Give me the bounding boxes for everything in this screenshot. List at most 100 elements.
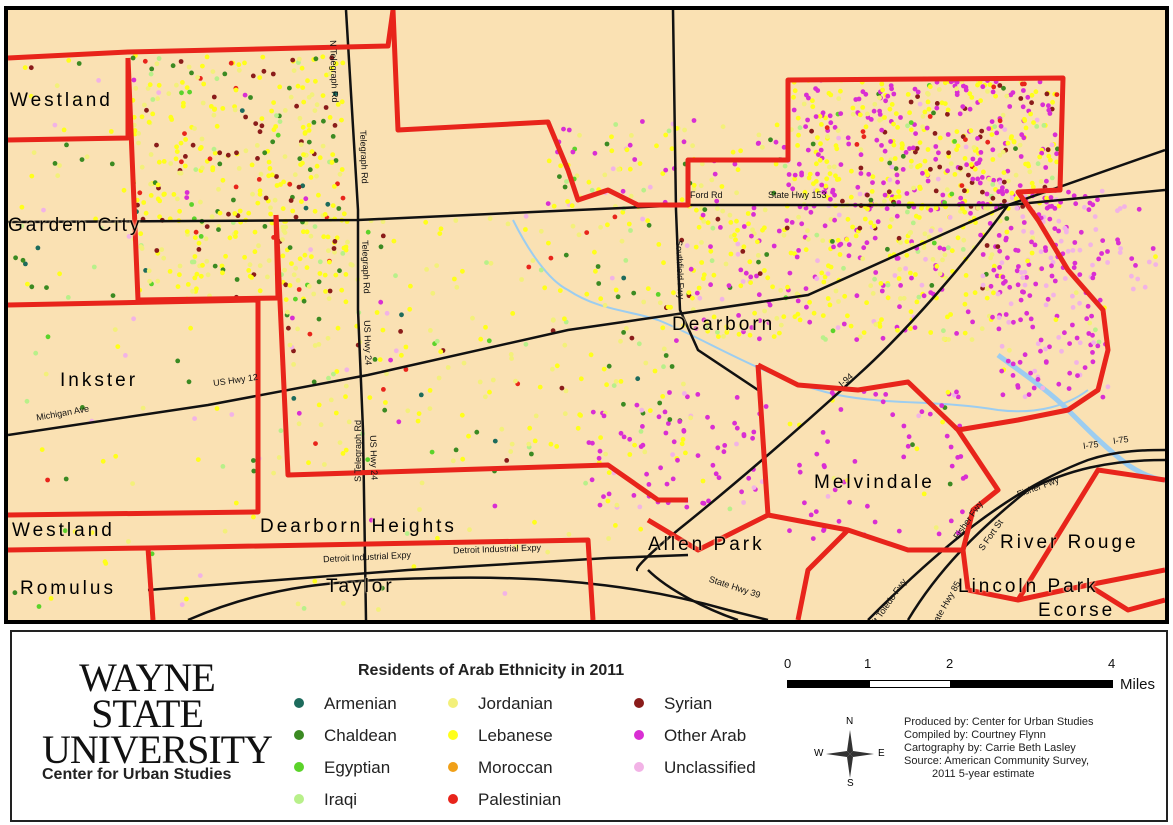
resident-dot [795, 143, 800, 148]
resident-dot [879, 127, 885, 133]
resident-dot [317, 155, 323, 161]
resident-dot [1004, 229, 1010, 235]
resident-dot [751, 485, 757, 490]
resident-dot [380, 233, 386, 239]
resident-dot [933, 156, 939, 162]
boundary-romulus [145, 547, 156, 620]
resident-dot [427, 406, 433, 411]
resident-dot [1029, 239, 1034, 245]
resident-dot [1058, 238, 1064, 244]
resident-dot [872, 276, 877, 282]
resident-dot [838, 111, 844, 116]
resident-dot [995, 244, 1001, 250]
resident-dot [808, 209, 814, 215]
resident-dot [589, 187, 595, 193]
resident-dot [288, 94, 294, 100]
resident-dot [538, 267, 544, 273]
resident-dot [955, 394, 961, 400]
road-label-ford-rd: Ford Rd [690, 190, 723, 200]
resident-dot [857, 334, 863, 340]
resident-dot [924, 125, 930, 131]
resident-dot [624, 147, 630, 153]
resident-dot [313, 56, 319, 62]
resident-dot [971, 145, 977, 150]
resident-dot [35, 245, 41, 251]
resident-dot [312, 224, 318, 230]
resident-dot [627, 142, 633, 148]
resident-dot [145, 86, 151, 91]
resident-dot [226, 211, 231, 217]
map-frame[interactable]: Westland Garden City Inkster Westland De… [4, 6, 1169, 624]
boundary-dh [273, 214, 688, 503]
resident-dot [1146, 259, 1152, 265]
resident-dot [754, 318, 759, 323]
resident-dot [791, 94, 796, 100]
resident-dot [1054, 313, 1060, 319]
city-label-garden-city: Garden City [8, 215, 143, 236]
resident-dot [1007, 284, 1013, 290]
resident-dot [22, 65, 28, 70]
legend-item-label: Egyptian [324, 758, 391, 777]
resident-dot [411, 564, 417, 569]
resident-dot [408, 283, 413, 289]
resident-dot [609, 148, 615, 154]
resident-dot [671, 439, 677, 445]
resident-dot [886, 189, 892, 195]
resident-dot [838, 407, 844, 412]
resident-dot [898, 296, 903, 301]
legend-item-label: Iraqi [324, 790, 358, 809]
resident-dot [490, 377, 496, 383]
resident-dot [835, 128, 841, 133]
resident-dot [255, 200, 261, 206]
resident-dot [1029, 92, 1035, 98]
resident-dot [1095, 197, 1100, 203]
resident-dot [618, 338, 623, 344]
resident-dot [740, 279, 746, 284]
resident-dot [220, 270, 225, 276]
resident-dot [28, 65, 34, 71]
resident-dot [824, 176, 830, 182]
resident-dot [674, 338, 679, 343]
resident-dot [989, 132, 995, 137]
resident-dot [300, 183, 306, 189]
resident-dot [735, 167, 741, 173]
city-label-westland-north: Westland [10, 90, 113, 111]
resident-dot [627, 452, 633, 457]
scale-tick-2: 2 [946, 656, 954, 671]
resident-dot [459, 412, 465, 418]
resident-dot [251, 468, 257, 474]
resident-dot [1013, 172, 1019, 178]
resident-dot [771, 334, 777, 339]
resident-dot [833, 173, 838, 179]
resident-dot [331, 371, 336, 377]
resident-dot [805, 236, 811, 242]
resident-dot [914, 299, 920, 305]
resident-dot [1056, 203, 1062, 209]
resident-dot [819, 182, 825, 188]
resident-dot [868, 117, 874, 122]
resident-dot [460, 268, 465, 274]
resident-dot [339, 99, 345, 105]
resident-dot [702, 207, 708, 213]
resident-dot [624, 326, 629, 331]
resident-dot [724, 324, 730, 329]
detroit-industrial-line [147, 553, 689, 592]
resident-dot [606, 536, 611, 541]
resident-dot [326, 296, 332, 301]
resident-dot [1100, 238, 1106, 244]
resident-dot [656, 414, 662, 420]
resident-dot [807, 319, 813, 325]
resident-dot [519, 277, 524, 282]
resident-dot [667, 417, 673, 422]
legend-item-iraqi: Iraqi [294, 790, 357, 810]
resident-dot [706, 498, 711, 504]
resident-dot [708, 282, 713, 288]
resident-dot [1011, 139, 1017, 145]
resident-dot [985, 139, 991, 145]
resident-dot [864, 240, 870, 246]
resident-dot [569, 203, 575, 209]
resident-dot [955, 143, 961, 149]
credit-line-1: Produced by: Center for Urban Studies [904, 716, 1094, 728]
resident-dot [987, 221, 993, 226]
resident-dot [232, 107, 238, 113]
